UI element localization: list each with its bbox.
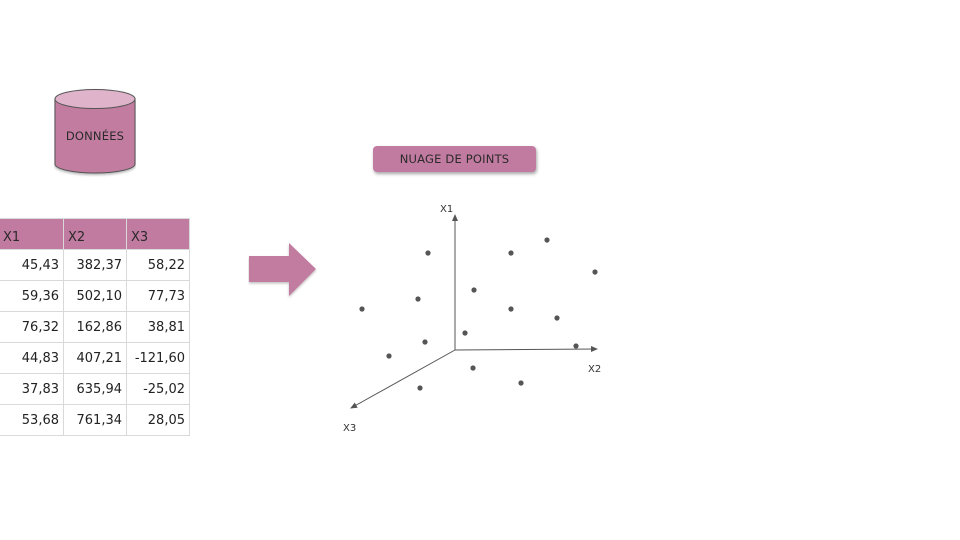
scatter-points [359, 237, 598, 391]
table-cell: 382,37 [63, 249, 127, 281]
table-row: 37,83 635,94 -25,02 [0, 373, 190, 405]
data-point [592, 269, 598, 275]
data-point [415, 296, 421, 302]
data-point [386, 353, 392, 359]
data-point [518, 380, 524, 386]
table-cell: 502,10 [63, 280, 127, 312]
table-row: 45,43 382,37 58,22 [0, 249, 190, 281]
table-cell: 761,34 [63, 404, 127, 436]
table-cell: 77,73 [126, 280, 190, 312]
axis-x3 [350, 349, 456, 409]
table-cell: 407,21 [63, 342, 127, 374]
table-cell: 635,94 [63, 373, 127, 405]
column-header-x1: X1 [0, 218, 64, 250]
database-label: DONNÉES [65, 129, 125, 143]
table-cell: 162,86 [63, 311, 127, 343]
database-cylinder: DONNÉES [54, 88, 136, 178]
table-cell: 58,22 [126, 249, 190, 281]
data-point [508, 250, 514, 256]
table-row: 59,36 502,10 77,73 [0, 280, 190, 312]
data-point [462, 330, 468, 336]
table-cell: 53,68 [0, 404, 64, 436]
table-cell: 38,81 [126, 311, 190, 343]
table-cell: 45,43 [0, 249, 64, 281]
right-arrow-icon [249, 243, 316, 296]
data-point [544, 237, 550, 243]
table-cell: 44,83 [0, 342, 64, 374]
table-cell: -25,02 [126, 373, 190, 405]
axis-x2 [454, 346, 598, 353]
table-header-row: X1 X2 X3 [0, 218, 190, 250]
data-point [554, 315, 560, 321]
data-point [425, 250, 431, 256]
table-cell: -121,60 [126, 342, 190, 374]
table-cell: 28,05 [126, 404, 190, 436]
database-icon [54, 89, 136, 174]
axis-label-x1: X1 [440, 204, 453, 215]
axis-label-x3: X3 [343, 423, 356, 434]
data-point [359, 306, 365, 312]
data-point [573, 343, 579, 349]
table-cell: 37,83 [0, 373, 64, 405]
table-cell: 59,36 [0, 280, 64, 312]
data-point [471, 287, 477, 293]
scatter-title: NUAGE DE POINTS [373, 146, 536, 172]
scatter-plot: X1 X2 X3 [343, 204, 601, 434]
data-point [508, 306, 514, 312]
table-row: 53,68 761,34 28,05 [0, 404, 190, 436]
column-header-x2: X2 [63, 218, 127, 250]
table-row: 76,32 162,86 38,81 [0, 311, 190, 343]
data-point [422, 339, 428, 345]
data-point [470, 365, 476, 371]
table-row: 44,83 407,21 -121,60 [0, 342, 190, 374]
data-table: X1 X2 X3 45,43 382,37 58,22 59,36 502,10… [0, 218, 190, 436]
data-point [417, 385, 423, 391]
axis-label-x2: X2 [588, 364, 601, 375]
column-header-x3: X3 [126, 218, 190, 250]
table-cell: 76,32 [0, 311, 64, 343]
